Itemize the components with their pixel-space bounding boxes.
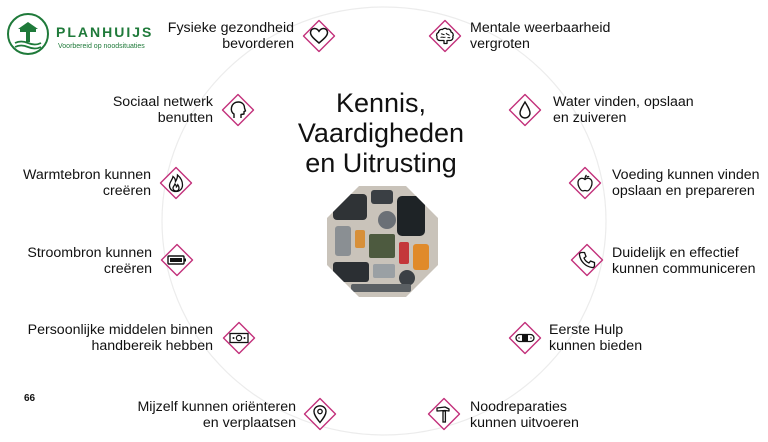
label-food: Voeding kunnen vinden opslaan en prepare… [612, 167, 760, 199]
logo-name: PLANHUIJS [56, 24, 154, 40]
label-heat-source: Warmtebron kunnen creëren [22, 167, 151, 199]
battery-icon [160, 243, 194, 277]
planhuijs-logo: PLANHUIJS Voorbereid op noodsituaties [6, 12, 151, 60]
house-tree-logo-icon [7, 13, 49, 55]
water-drop-icon [508, 93, 542, 127]
cash-icon [222, 321, 256, 355]
label-power-source: Stroombron kunnen creëren [27, 245, 152, 277]
label-mental-resilience: Mentale weerbaarheid vergroten [470, 20, 611, 52]
gear-kit-photo [327, 186, 438, 297]
apple-icon [568, 166, 602, 200]
hammer-icon [427, 397, 461, 431]
title-line-1: Kennis, [335, 88, 427, 118]
label-social-network: Sociaal netwerk benutten [112, 94, 213, 126]
flame-icon [159, 166, 193, 200]
label-water: Water vinden, opslaan en zuiveren [553, 94, 694, 126]
location-pin-icon [303, 397, 337, 431]
brain-icon [428, 19, 462, 53]
center-title: Kennis, Vaardigheden en Uitrusting [271, 88, 491, 178]
page-number: 66 [24, 393, 36, 404]
title-line-2: Vaardigheden [297, 118, 465, 148]
bandage-icon [508, 321, 542, 355]
label-physical-health: Fysieke gezondheid bevorderen [167, 20, 294, 52]
label-orientation: Mijzelf kunnen oriënteren en verplaatsen [137, 399, 296, 431]
title-line-3: en Uitrusting [305, 148, 457, 178]
heart-icon [302, 19, 336, 53]
label-repairs: Noodreparaties kunnen uitvoeren [470, 399, 579, 431]
logo-tagline: Voorbereid op noodsituaties [58, 43, 145, 50]
phone-icon [570, 243, 604, 277]
head-icon [221, 93, 255, 127]
label-communication: Duidelijk en effectief kunnen communicer… [612, 245, 756, 277]
label-personal-means: Persoonlijke middelen binnen handbereik … [27, 322, 213, 354]
label-first-aid: Eerste Hulp kunnen bieden [549, 322, 643, 354]
